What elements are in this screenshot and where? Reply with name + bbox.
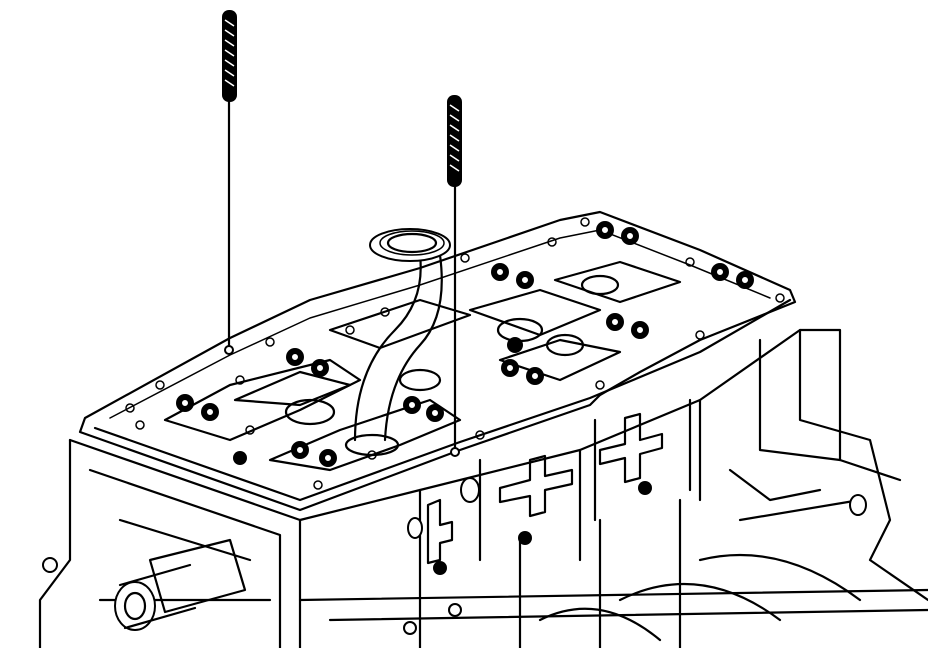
guide-pin-left <box>222 10 237 355</box>
oil-pickup-tube <box>344 228 451 457</box>
engine-block-lower <box>38 328 928 648</box>
baffle-plate <box>78 210 797 512</box>
block-side-boss <box>407 477 867 539</box>
block-side-ribs <box>426 398 692 565</box>
guide-pin-right <box>447 95 462 457</box>
baffle-bolts <box>125 217 785 575</box>
front-oil-tube <box>42 538 462 635</box>
